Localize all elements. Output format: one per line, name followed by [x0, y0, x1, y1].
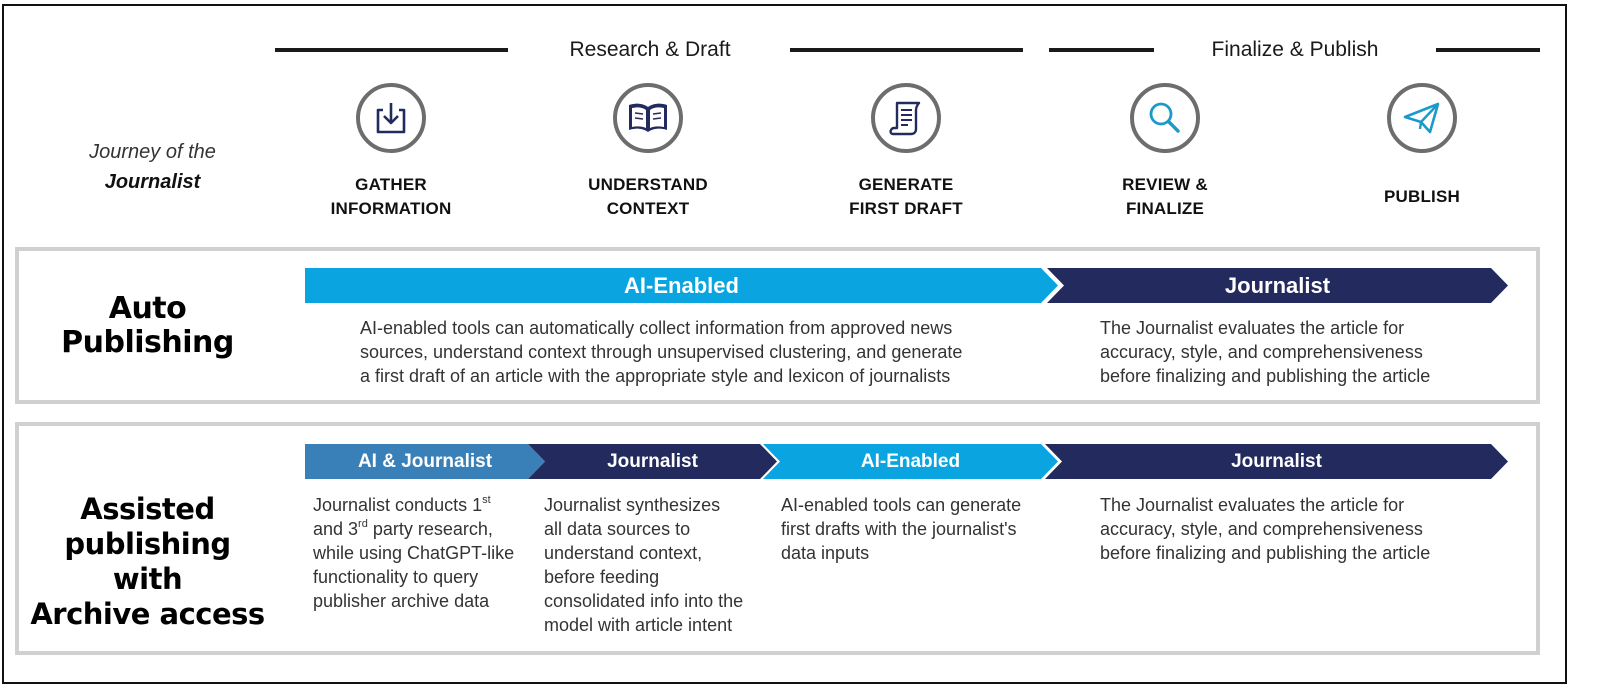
description-line: Journalist synthesizes — [544, 495, 721, 515]
open-book-icon — [613, 83, 683, 153]
assisted-journalist-final-description: The Journalist evaluates the article for… — [1100, 493, 1430, 565]
phase-label-research-draft: Research & Draft — [569, 38, 731, 61]
row-title-line: Publishing — [61, 325, 234, 360]
phase-divider-line — [275, 48, 508, 52]
description-text: and 3 — [313, 519, 359, 539]
chevron-label: AI & Journalist — [357, 450, 493, 472]
phase-divider-line — [790, 48, 1023, 52]
step-label-line: INFORMATION — [330, 199, 452, 218]
journey-label: Journey of the Journalist — [70, 137, 235, 197]
journey-line-2: Journalist — [104, 171, 201, 193]
description-line: first drafts with the journalist's — [781, 519, 1017, 539]
step-understand-context: UNDERSTAND CONTEXT — [548, 83, 748, 221]
step-label: PUBLISH — [1322, 185, 1522, 209]
description-line: AI-enabled tools can automatically colle… — [360, 318, 953, 338]
step-publish: PUBLISH — [1322, 83, 1522, 209]
step-gather-information: GATHER INFORMATION — [291, 83, 491, 221]
description-line: before finalizing and publishing the art… — [1100, 543, 1431, 563]
magnifier-icon — [1130, 83, 1200, 153]
chevron-label: Journalist — [1231, 450, 1322, 472]
auto-journalist-description: The Journalist evaluates the article for… — [1100, 316, 1430, 388]
description-line: model with article intent — [544, 615, 733, 635]
description-line: all data sources to — [544, 519, 691, 539]
description-line: consolidated info into the — [544, 591, 744, 611]
description-line: and 3rd party research, — [313, 517, 514, 541]
step-label: UNDERSTAND CONTEXT — [548, 173, 748, 221]
journey-line-1: Journey of the — [89, 141, 216, 163]
description-line: before feeding — [544, 567, 660, 587]
step-label: REVIEW & FINALIZE — [1065, 173, 1265, 221]
chevron-journalist: Journalist — [1045, 444, 1508, 479]
download-box-icon — [356, 83, 426, 153]
step-review-finalize: REVIEW & FINALIZE — [1065, 83, 1265, 221]
step-label-line: UNDERSTAND — [588, 175, 708, 194]
paper-plane-icon — [1387, 83, 1457, 153]
step-label: GENERATE FIRST DRAFT — [806, 173, 1006, 221]
description-text: Journalist conducts 1 — [313, 495, 483, 515]
chevron-journalist: Journalist — [1047, 268, 1508, 303]
description-line: accuracy, style, and comprehensiveness — [1100, 519, 1423, 539]
description-line: functionality to query — [313, 567, 479, 587]
description-line: accuracy, style, and comprehensiveness — [1100, 342, 1423, 362]
row-title-line: Auto — [108, 291, 187, 326]
ordinal-suffix: st — [482, 494, 491, 506]
row-title-line: Assisted — [80, 492, 215, 526]
step-label-line: GATHER — [355, 175, 427, 194]
description-line: a first draft of an article with the app… — [360, 366, 951, 386]
chevron-journalist: Journalist — [528, 444, 777, 479]
chevron-label: AI-Enabled — [624, 272, 739, 298]
chevron-label: AI-Enabled — [860, 450, 961, 472]
description-line: understand context, — [544, 543, 703, 563]
ordinal-suffix: rd — [358, 518, 368, 530]
auto-publishing-title: Auto Publishing — [40, 292, 255, 360]
auto-ai-description: AI-enabled tools can automatically colle… — [360, 316, 962, 388]
assisted-journalist-description: Journalist synthesizes all data sources … — [544, 493, 743, 637]
description-line: while using ChatGPT-like — [313, 543, 515, 563]
description-line: The Journalist evaluates the article for — [1100, 495, 1405, 515]
chevron-ai-enabled: AI-Enabled — [305, 268, 1058, 303]
step-label: GATHER INFORMATION — [291, 173, 491, 221]
assisted-ai-journalist-description: Journalist conducts 1st and 3rd party re… — [313, 493, 514, 613]
step-label-line: FIRST DRAFT — [849, 199, 963, 218]
row-title-line: publishing with — [64, 527, 231, 596]
description-line: sources, understand context through unsu… — [360, 342, 963, 362]
step-generate-first-draft: GENERATE FIRST DRAFT — [806, 83, 1006, 221]
phase-label-finalize-publish: Finalize & Publish — [1211, 38, 1379, 61]
description-line: data inputs — [781, 543, 870, 563]
description-line: publisher archive data — [313, 591, 490, 611]
chevron-ai-journalist: AI & Journalist — [305, 444, 545, 479]
step-label-line: FINALIZE — [1125, 199, 1205, 218]
row-title-line: Archive access — [30, 597, 265, 631]
chevron-label: Journalist — [607, 450, 698, 472]
chevron-label: Journalist — [1224, 272, 1331, 298]
step-label-line: GENERATE — [858, 175, 954, 194]
step-label-line: CONTEXT — [606, 199, 690, 218]
phase-divider-line — [1049, 48, 1154, 52]
phase-divider-line — [1436, 48, 1540, 52]
description-line: The Journalist evaluates the article for — [1100, 318, 1405, 338]
assisted-ai-enabled-description: AI-enabled tools can generate first draf… — [781, 493, 1021, 565]
description-text: party research, — [367, 519, 493, 539]
assisted-publishing-title: Assisted publishing with Archive access — [30, 492, 265, 632]
description-line: Journalist conducts 1st — [313, 493, 514, 517]
document-scroll-icon — [871, 83, 941, 153]
step-label-line: PUBLISH — [1383, 187, 1461, 206]
diagram-frame — [2, 4, 1567, 684]
step-label-line: REVIEW & — [1122, 175, 1208, 194]
description-line: AI-enabled tools can generate — [781, 495, 1022, 515]
chevron-ai-enabled: AI-Enabled — [763, 444, 1058, 479]
description-line: before finalizing and publishing the art… — [1100, 366, 1431, 386]
